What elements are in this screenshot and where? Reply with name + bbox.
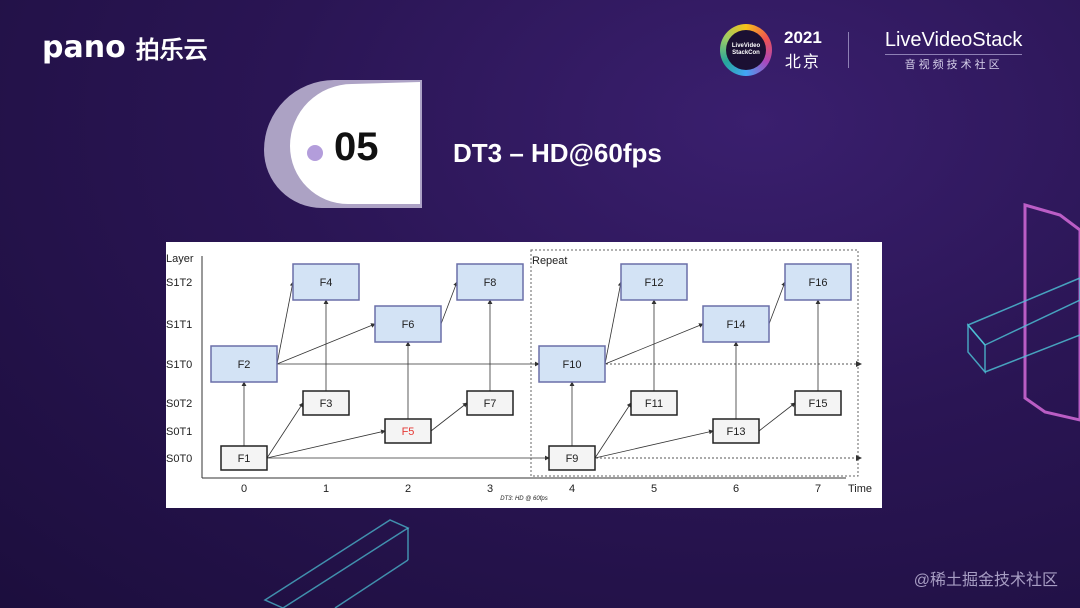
frame-label-f4: F4 <box>320 277 333 289</box>
frame-box-f10 <box>538 345 606 383</box>
frame-label-f14: F14 <box>727 319 746 331</box>
conference-city: 北京 <box>784 54 821 71</box>
frame-box-f12 <box>620 263 688 301</box>
edge-f13-f15 <box>758 402 796 432</box>
frame-box-f1 <box>220 445 268 471</box>
frame-box-f8 <box>456 263 524 301</box>
frame-box-f7 <box>466 390 514 416</box>
conference-year: 2021 <box>784 28 822 47</box>
frame-label-f15: F15 <box>809 398 828 410</box>
frame-label-f13: F13 <box>727 426 746 438</box>
frame-label-f9: F9 <box>566 453 579 465</box>
time-tick-3: 3 <box>487 483 493 495</box>
frame-label-f6: F6 <box>402 319 415 331</box>
time-tick-1: 1 <box>323 483 329 495</box>
x-axis-label: Time <box>848 483 872 495</box>
layer-label-s1t2: S1T2 <box>166 277 192 289</box>
section-number-badge: 05 <box>264 80 422 208</box>
org-name: LiveVideoStack <box>884 28 1023 51</box>
layer-label-s1t0: S1T0 <box>166 359 192 371</box>
frame-box-f16 <box>784 263 852 301</box>
org-subtitle: 音视频技术社区 <box>884 53 1023 72</box>
time-tick-2: 2 <box>405 483 411 495</box>
frame-label-f10: F10 <box>563 359 582 371</box>
logo-wordmark: pano <box>42 30 126 65</box>
layer-label-s0t1: S0T1 <box>166 426 192 438</box>
y-axis-label: Layer <box>166 253 194 265</box>
frame-box-f3 <box>302 390 350 416</box>
time-tick-4: 4 <box>569 483 575 495</box>
edge-f5-f7 <box>430 402 468 432</box>
edge-f10-f12 <box>604 281 623 365</box>
edge-f9-f11 <box>594 402 632 459</box>
frame-box-f2 <box>210 345 278 383</box>
edge-f1-f3 <box>266 402 304 459</box>
conference-badge-text: LiveVideo StackCon <box>726 30 766 70</box>
conference-year-city: 2021 北京 <box>784 28 822 72</box>
layer-label-s0t2: S0T2 <box>166 398 192 410</box>
watermark: @稀土掘金技术社区 <box>913 572 1058 589</box>
frame-box-f6 <box>374 305 442 343</box>
time-tick-5: 5 <box>651 483 657 495</box>
frame-label-f12: F12 <box>645 277 664 289</box>
edge-f9-f13 <box>594 429 714 459</box>
livevideostack-logo: LiveVideoStack 音视频技术社区 <box>884 28 1023 72</box>
diagram-caption: DT3: HD @ 60fps <box>500 496 547 502</box>
frame-box-f13 <box>712 418 760 444</box>
frame-label-f7: F7 <box>484 398 497 410</box>
frame-box-f5 <box>384 418 432 444</box>
frame-label-f3: F3 <box>320 398 333 410</box>
frame-box-f4 <box>292 263 360 301</box>
bullet-dot-icon <box>307 145 323 161</box>
edge-f14-f16 <box>768 281 786 325</box>
edge-f2-f4 <box>276 281 295 365</box>
edge-f1-f5 <box>266 429 386 459</box>
pano-logo: pano 拍乐云 <box>42 30 208 65</box>
section-number: 05 <box>334 125 379 169</box>
frame-label-f8: F8 <box>484 277 497 289</box>
frame-box-f9 <box>548 445 596 471</box>
edge-f6-f8 <box>440 281 458 325</box>
section-title: DT3 – HD@60fps <box>453 138 662 168</box>
time-tick-7: 7 <box>815 483 821 495</box>
frame-label-f1: F1 <box>238 453 251 465</box>
conference-branding: LiveVideo StackCon 2021 北京 LiveVideoStac… <box>720 24 1023 76</box>
frame-label-f2: F2 <box>238 359 251 371</box>
frame-label-f5: F5 <box>402 426 415 438</box>
header-divider <box>847 32 849 68</box>
layer-label-s0t0: S0T0 <box>166 453 192 465</box>
layer-label-s1t1: S1T1 <box>166 319 192 331</box>
frame-box-f15 <box>794 390 842 416</box>
frame-label-f11: F11 <box>645 398 663 410</box>
time-tick-6: 6 <box>733 483 739 495</box>
frame-box-f11 <box>630 390 678 416</box>
time-tick-0: 0 <box>241 483 247 495</box>
repeat-label: Repeat <box>532 255 567 267</box>
logo-chinese-name: 拍乐云 <box>135 36 208 64</box>
frame-label-f16: F16 <box>809 277 828 289</box>
frame-box-f14 <box>702 305 770 343</box>
conference-badge-icon: LiveVideo StackCon <box>720 24 772 76</box>
